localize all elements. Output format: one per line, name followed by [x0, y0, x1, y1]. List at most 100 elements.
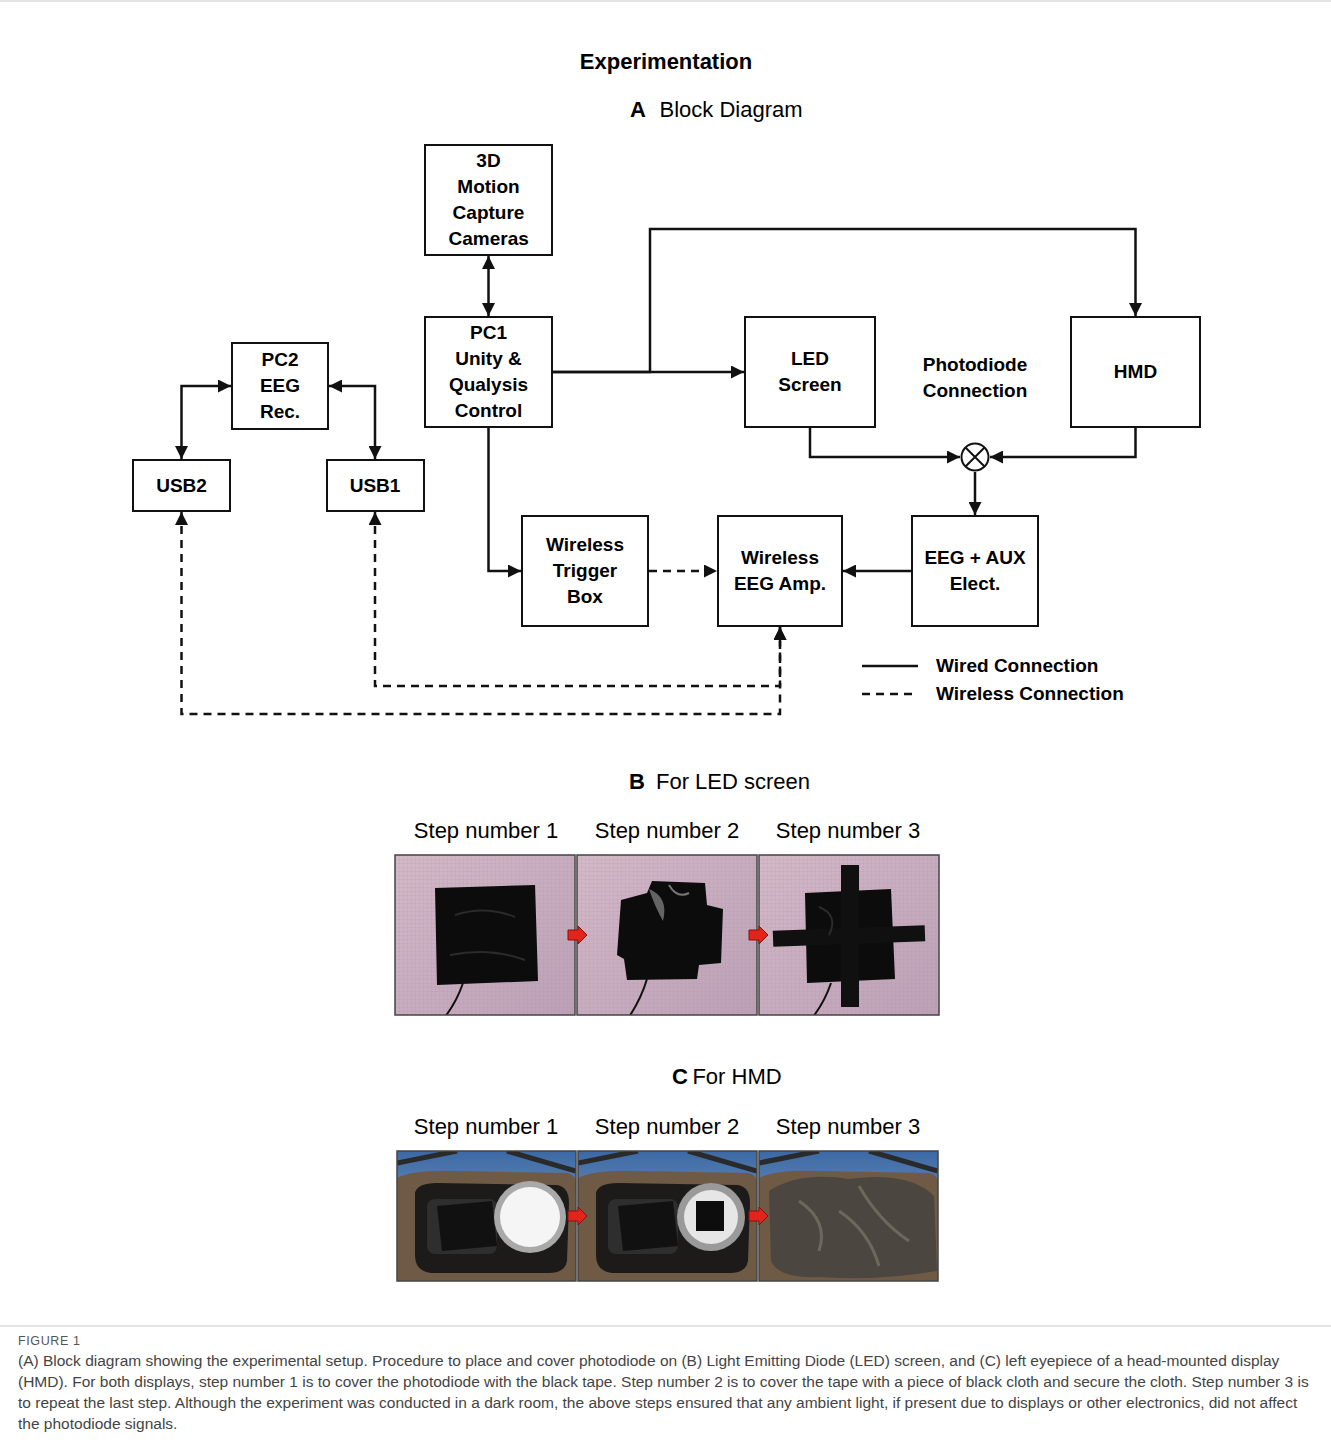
head-strap	[759, 1151, 938, 1171]
screen-surface	[759, 855, 939, 1015]
photodiode-cable	[445, 983, 463, 1015]
tape-crease	[450, 910, 525, 960]
hmd-photo	[573, 1151, 761, 1283]
foam-housing	[397, 1171, 576, 1281]
black-tape	[437, 1201, 497, 1251]
panel-heading: Block Diagram	[659, 97, 802, 123]
pixel-grid	[577, 855, 757, 1015]
led-photo-content	[759, 855, 939, 1015]
legend-entry: Wired Connection	[862, 652, 1098, 680]
step-arrow	[749, 1207, 768, 1225]
pixel-grid	[395, 855, 575, 1015]
eyepiece-opening	[415, 1183, 569, 1273]
box-label: EEG + AUX Elect.	[918, 545, 1032, 597]
pc-box: PC1 Unity & Qualysis Control	[424, 316, 553, 428]
usb-box: USB2	[132, 459, 231, 512]
black-cloth	[769, 1177, 937, 1278]
cloth-highlight	[649, 889, 664, 921]
step-label: Step number 2	[595, 818, 739, 844]
background	[397, 1151, 576, 1281]
hmd-photo	[392, 1151, 580, 1283]
step-label: Step number 2	[595, 1114, 739, 1140]
lens-light	[684, 1190, 738, 1244]
junction-cross	[966, 448, 985, 467]
step-arrow-shape	[749, 1207, 768, 1225]
wired-connector	[489, 428, 522, 571]
display-box: HMD	[1070, 316, 1201, 428]
head-strap	[578, 1151, 757, 1171]
box-label: USB1	[333, 473, 418, 499]
panel-letter: C	[672, 1064, 688, 1090]
step-label: Step number 1	[414, 818, 558, 844]
photodiode-cable	[813, 983, 831, 1015]
background	[759, 1151, 938, 1281]
junction-label: Photodiode Connection	[910, 352, 1040, 404]
lens-ring	[677, 1183, 745, 1251]
wired-connector	[974, 472, 977, 515]
black-tape	[696, 1201, 724, 1231]
wired-connector	[329, 386, 375, 459]
junction-circle	[962, 444, 989, 471]
step-arrow	[749, 926, 768, 944]
photodiode-cable	[629, 979, 647, 1015]
photo-frame	[759, 1151, 938, 1281]
wired-connector	[182, 386, 232, 459]
box-label: Wireless EEG Amp.	[728, 545, 832, 597]
box-label: HMD	[1081, 359, 1191, 385]
wired-connector	[810, 428, 960, 457]
usb-box: USB1	[326, 459, 425, 512]
junction-symbol	[960, 442, 990, 472]
head-strap	[397, 1151, 576, 1171]
lens-light	[500, 1187, 560, 1247]
step-arrow-shape	[749, 926, 768, 944]
caption-rule	[0, 1326, 1331, 1327]
figure-title: Experimentation	[580, 49, 752, 75]
photo-frame	[395, 855, 575, 1015]
step-arrow	[568, 1207, 587, 1225]
wired-connector	[843, 570, 911, 573]
step-label: Step number 1	[414, 1114, 558, 1140]
foam-housing	[578, 1171, 757, 1281]
photo-frame	[578, 1151, 757, 1281]
wireless-connector	[649, 570, 717, 573]
screen-surface	[395, 855, 575, 1015]
foam-housing	[759, 1171, 938, 1281]
black-tape	[435, 885, 538, 985]
step-arrow-shape	[568, 926, 587, 944]
legend-line	[862, 665, 918, 668]
legend-line-sample	[862, 691, 918, 697]
step-label: Step number 3	[776, 1114, 920, 1140]
hmd-photo-content	[397, 1151, 576, 1281]
box-label: LED Screen	[765, 346, 855, 398]
box-label: Wireless Trigger Box	[537, 532, 633, 610]
panel-heading: For LED screen	[656, 769, 810, 795]
hmd-photo-content	[578, 1151, 757, 1281]
legend-label: Wired Connection	[936, 655, 1098, 677]
background	[578, 1151, 757, 1281]
step-label: Step number 3	[776, 818, 920, 844]
black-cloth	[617, 881, 723, 980]
cloth-fold	[819, 907, 832, 935]
step-arrow	[568, 926, 587, 944]
black-tape	[618, 1201, 678, 1251]
display-box: LED Screen	[744, 316, 876, 428]
photodiode-junction: Photodiode Connection	[960, 442, 990, 472]
box-label: PC1 Unity & Qualysis Control	[445, 320, 533, 424]
lens-ring	[494, 1181, 566, 1253]
amplifier-box: Wireless EEG Amp.	[717, 515, 843, 627]
motion-capture-box: 3D Motion Capture Cameras	[424, 144, 553, 256]
panel-letter: A	[630, 97, 646, 123]
cloth-fold	[799, 1186, 909, 1266]
wired-connector	[487, 256, 490, 316]
pixel-grid	[759, 855, 939, 1015]
hmd-photo-content	[759, 1151, 938, 1281]
legend-line-sample	[862, 663, 918, 669]
photo-frame	[577, 855, 757, 1015]
eyepiece-opening	[596, 1183, 750, 1273]
box-label: USB2	[139, 473, 224, 499]
legend-entry: Wireless Connection	[862, 680, 1124, 708]
electrode-box: EEG + AUX Elect.	[911, 515, 1039, 627]
